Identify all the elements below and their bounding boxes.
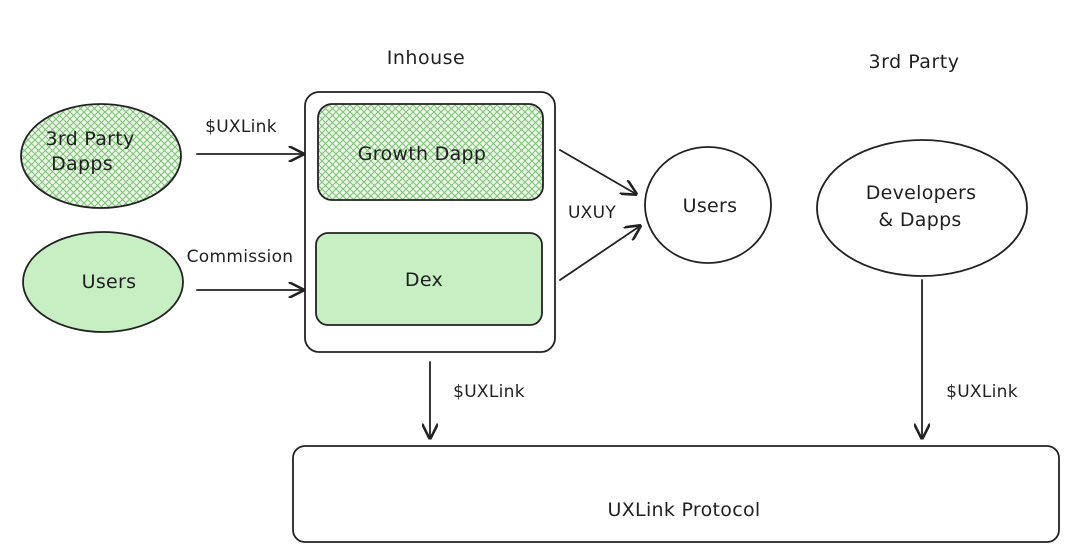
node-third-party-dapps-line2: Dapps bbox=[51, 153, 113, 175]
arrow-growth-to-users bbox=[559, 149, 636, 194]
node-developers-dapps-line2: & Dapps bbox=[878, 209, 961, 231]
inhouse-container bbox=[304, 91, 556, 353]
node-uxlink-protocol-label: UXLink Protocol bbox=[608, 499, 761, 521]
header-third-party: 3rd Party bbox=[869, 51, 960, 73]
header-inhouse: Inhouse bbox=[387, 47, 465, 69]
node-third-party-dapps-line1: 3rd Party bbox=[45, 128, 134, 150]
node-dex-label: Dex bbox=[405, 269, 443, 291]
node-users-left: Users bbox=[22, 231, 184, 333]
arrow-dex-to-users bbox=[559, 226, 640, 281]
edge-label-developers-to-protocol: $UXLink bbox=[946, 382, 1018, 402]
node-developers-dapps: Developers & Dapps bbox=[816, 139, 1028, 277]
edge-label-dapps-to-growth: $UXLink bbox=[205, 117, 277, 137]
edge-label-inhouse-to-protocol: $UXLink bbox=[453, 382, 525, 402]
edge-label-inhouse-to-users: UXUY bbox=[568, 203, 616, 223]
node-users-right: Users bbox=[644, 146, 772, 264]
node-users-left-label: Users bbox=[82, 271, 137, 293]
node-growth-dapp-label: Growth Dapp bbox=[358, 143, 487, 165]
node-users-right-label: Users bbox=[683, 195, 738, 217]
node-uxlink-protocol: UXLink Protocol bbox=[292, 445, 1060, 543]
node-third-party-dapps: 3rd Party Dapps bbox=[20, 103, 182, 209]
node-growth-dapp: Growth Dapp bbox=[317, 103, 544, 201]
node-dex: Dex bbox=[315, 232, 543, 326]
edge-label-users-to-dex: Commission bbox=[187, 247, 294, 267]
node-developers-dapps-line1: Developers bbox=[866, 182, 977, 204]
